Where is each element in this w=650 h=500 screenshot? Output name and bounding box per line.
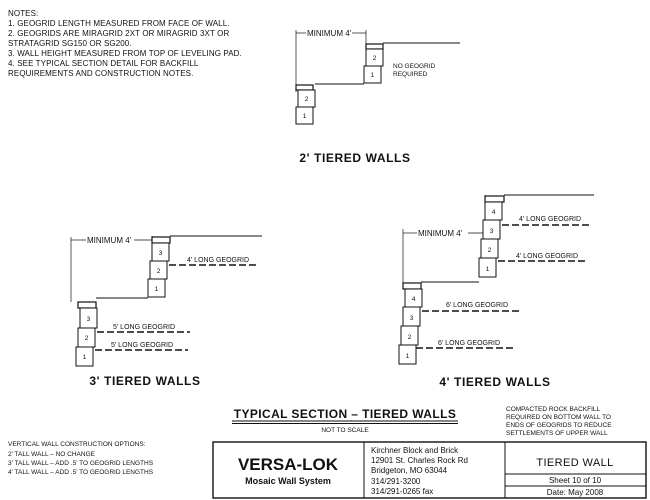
wall-block <box>363 65 382 84</box>
minimum-dimension-label: MINIMUM 4' <box>87 236 132 245</box>
title-block-frame <box>212 441 647 499</box>
option-line: 2' TALL WALL – NO CHANGE <box>8 451 96 458</box>
wall-block <box>295 106 314 125</box>
block-number: 3 <box>490 228 494 235</box>
note-line: STRATAGRID SG150 OR SG200. <box>8 39 132 48</box>
block-number: 1 <box>406 353 410 360</box>
wall-block <box>75 346 94 367</box>
note-line: 3. WALL HEIGHT MEASURED FROM TOP OF LEVE… <box>8 49 242 58</box>
minimum-dimension-label: MINIMUM 4' <box>307 29 352 38</box>
wall-block <box>147 278 166 298</box>
block-number: 2 <box>488 247 492 254</box>
block-number: 2 <box>85 335 89 342</box>
block-number: 4 <box>492 209 496 216</box>
company-line: Kirchner Block and Brick <box>371 446 459 455</box>
block-number: 3 <box>87 316 91 323</box>
block-number: 2 <box>373 55 377 62</box>
sheet-number: Sheet 10 of 10 <box>549 476 602 485</box>
cap-unit <box>295 84 314 91</box>
note-line: 2. GEOGRIDS ARE MIRAGRID 2XT OR MIRAGRID… <box>8 29 229 38</box>
cap-unit <box>77 301 97 309</box>
cap-unit <box>402 282 422 290</box>
drawing-date: Date: May 2008 <box>547 488 604 497</box>
brand-subtitle: Mosaic Wall System <box>245 476 331 486</box>
wall-block <box>398 344 417 365</box>
block-number: 3 <box>159 250 163 257</box>
no-geogrid-label: REQUIRED <box>393 71 428 78</box>
no-geogrid-label: NO GEOGRID <box>393 63 436 70</box>
block-number: 3 <box>410 315 414 322</box>
notes-heading: NOTES: <box>8 9 38 18</box>
minimum-dimension-label: MINIMUM 4' <box>418 229 463 238</box>
notes-block: NOTES: 1. GEOGRID LENGTH MEASURED FROM F… <box>8 9 242 78</box>
note-line: 4. SEE TYPICAL SECTION DETAIL FOR BACKFI… <box>8 59 199 68</box>
detail-4ft-tiered-walls: MINIMUM 4' 4 3 2 1 4' LONG GEOGRID 4' LO… <box>398 194 594 389</box>
note-line: ENDS OF GEOGRIDS TO REDUCE <box>506 422 612 429</box>
block-number: 1 <box>83 354 87 361</box>
block-number: 4 <box>412 296 416 303</box>
geogrid-label: 5' LONG GEOGRID <box>113 324 175 331</box>
caption-2ft-tiered-walls: 2' TIERED WALLS <box>299 151 410 165</box>
caption-3ft-tiered-walls: 3' TIERED WALLS <box>89 374 200 388</box>
drawing-title: TIERED WALL <box>536 457 613 469</box>
geogrid-label: 6' LONG GEOGRID <box>438 340 500 347</box>
geogrid-label: 6' LONG GEOGRID <box>446 302 508 309</box>
wall-block <box>478 257 497 278</box>
geogrid-label: 4' LONG GEOGRID <box>516 253 578 260</box>
compacted-backfill-note: COMPACTED ROCK BACKFILL REQUIRED ON BOTT… <box>506 406 612 437</box>
note-line: 1. GEOGRID LENGTH MEASURED FROM FACE OF … <box>8 19 230 28</box>
geogrid-label: 5' LONG GEOGRID <box>111 342 173 349</box>
block-number: 2 <box>157 268 161 275</box>
note-line: COMPACTED ROCK BACKFILL <box>506 406 601 413</box>
block-number: 2 <box>408 334 412 341</box>
block-number: 1 <box>155 286 159 293</box>
company-line: 12901 St. Charles Rock Rd <box>371 456 468 465</box>
cap-unit <box>365 43 384 50</box>
options-heading: VERTICAL WALL CONSTRUCTION OPTIONS: <box>8 441 146 448</box>
cap-unit <box>151 236 171 244</box>
note-line: REQUIREMENTS AND CONSTRUCTION NOTES. <box>8 69 193 78</box>
company-phone: 314/291-3200 <box>371 477 421 486</box>
section-title: TYPICAL SECTION – TIERED WALLS <box>234 407 456 421</box>
brand-logo-text: VERSA-LOK <box>238 455 339 474</box>
block-number: 2 <box>305 96 309 103</box>
caption-4ft-tiered-walls: 4' TIERED WALLS <box>439 375 550 389</box>
title-block: VERSA-LOK Mosaic Wall System Kirchner Bl… <box>212 441 647 499</box>
block-number: 1 <box>486 266 490 273</box>
detail-3ft-tiered-walls: MINIMUM 4' 3 2 1 4' LONG GEOGRID 3 2 1 5… <box>70 235 262 388</box>
geogrid-label: 4' LONG GEOGRID <box>187 257 249 264</box>
construction-options: VERTICAL WALL CONSTRUCTION OPTIONS: 2' T… <box>8 441 154 476</box>
company-line: Bridgeton, MO 63044 <box>371 466 448 475</box>
cap-unit <box>484 195 505 203</box>
block-number: 1 <box>371 72 375 79</box>
geogrid-label: 4' LONG GEOGRID <box>519 216 581 223</box>
note-line: SETTLEMENTS OF UPPER WALL <box>506 430 608 437</box>
option-line: 3' TALL WALL – ADD .5' TO GEOGRID LENGTH… <box>8 460 154 467</box>
section-title-block: TYPICAL SECTION – TIERED WALLS NOT TO SC… <box>232 407 458 434</box>
note-line: REQUIRED ON BOTTOM WALL TO <box>506 414 611 421</box>
option-line: 4' TALL WALL – ADD .5' TO GEOGRID LENGTH… <box>8 469 154 476</box>
block-number: 1 <box>303 113 307 120</box>
company-fax: 314/291-0265 fax <box>371 487 433 496</box>
detail-2ft-tiered-walls: MINIMUM 4' 2 1 NO GEOGRID REQUIRED 2 1 2… <box>295 29 460 165</box>
section-subtitle: NOT TO SCALE <box>321 427 369 434</box>
